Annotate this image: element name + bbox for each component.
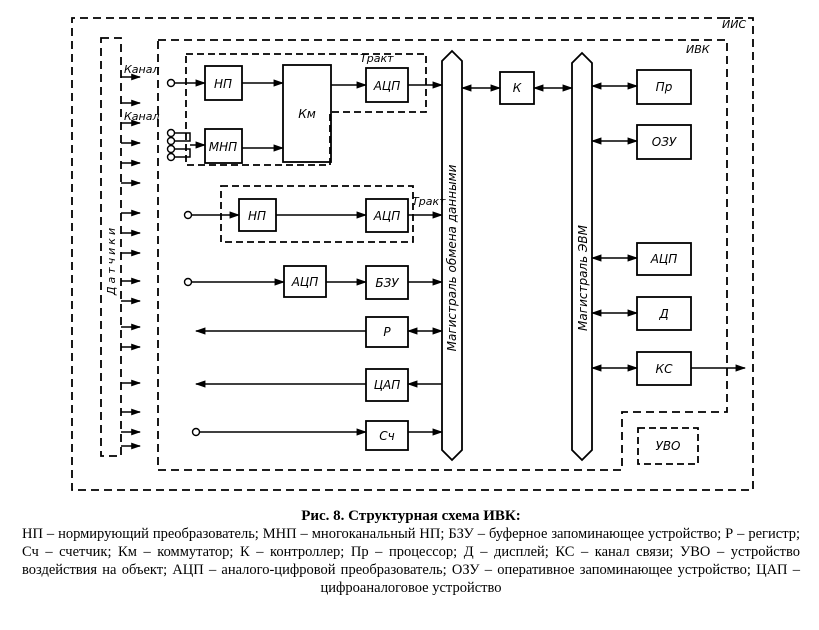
block-np1-label: НП — [214, 77, 232, 91]
block-counter-label: Сч — [379, 429, 394, 443]
tract-label-1: Тракт — [360, 52, 394, 65]
block-ozu-label: ОЗУ — [652, 135, 677, 149]
block-controller-label: К — [513, 81, 522, 95]
block-np2-label: НП — [248, 209, 266, 223]
block-adc1-label: АЦП — [373, 79, 401, 93]
block-dac-label: ЦАП — [374, 378, 401, 392]
bus-data-exchange — [441, 49, 463, 462]
inner-label: ИВК — [686, 43, 711, 56]
block-ks-label: КС — [656, 362, 674, 376]
block-reg-label: Р — [383, 325, 391, 339]
channel-label-2: Канал — [124, 110, 160, 123]
tract-2-boundary — [220, 185, 414, 243]
block-adc3-label: АЦП — [291, 275, 319, 289]
caption-legend: НП – нормирующий преобразователь; МНП – … — [22, 526, 800, 596]
block-km-label: Км — [298, 107, 316, 121]
bus-data-exchange-label: Магистраль обмена данными — [445, 164, 459, 351]
block-proc-label: Пр — [656, 80, 673, 94]
sensor-arrows — [121, 73, 141, 450]
ivk-boundary — [157, 39, 728, 471]
input-terminals — [166, 78, 201, 437]
block-km — [282, 64, 332, 163]
sensors-label: Датчики — [105, 225, 118, 296]
block-adc4-label: АЦП — [650, 252, 678, 266]
block-display-label: Д — [658, 307, 668, 321]
channel-label-1: Канал — [124, 63, 160, 76]
block-uvo-label: УВО — [656, 439, 681, 453]
outer-label: ИИС — [722, 18, 746, 31]
caption-title: Рис. 8. Структурная схема ИВК: — [301, 508, 521, 524]
ivk-structure-diagram: ИИС ИВК Датчики Канал Канал Тракт Тракт … — [71, 17, 754, 491]
block-adc2-label: АЦП — [373, 209, 401, 223]
block-bzu-label: БЗУ — [375, 276, 399, 290]
block-mnp-label: МНП — [209, 140, 237, 154]
sensors-column — [100, 37, 122, 457]
bus-computer-label: Магистраль ЭВМ — [576, 224, 590, 331]
connections — [175, 79, 747, 436]
tract-label-2: Тракт — [412, 195, 446, 208]
figure-caption: Рис. 8. Структурная схема ИВК: НП – норм… — [22, 508, 800, 597]
uvo-boundary — [637, 427, 699, 465]
bus-computer — [571, 51, 593, 462]
